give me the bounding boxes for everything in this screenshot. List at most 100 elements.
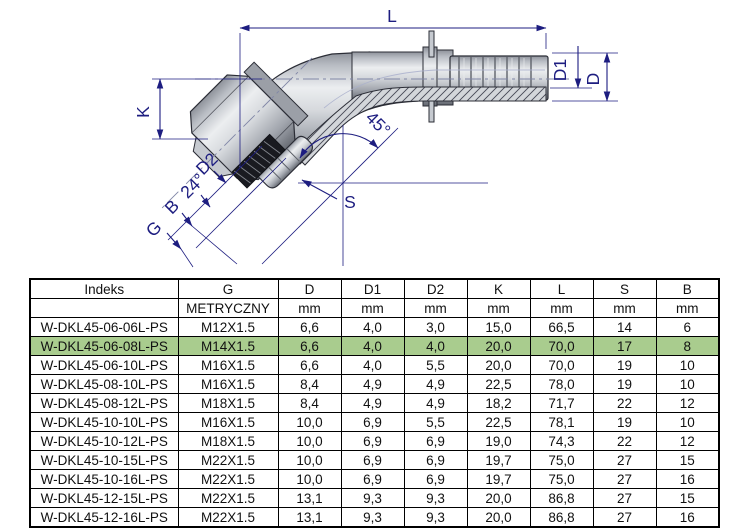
unit-cell: mm (340, 298, 405, 318)
dim-label-G: G (142, 217, 166, 241)
data-cell: 20,0 (466, 488, 531, 508)
column-header: S (592, 278, 657, 299)
data-cell: 8,4 (277, 374, 342, 394)
column-header: D (277, 278, 342, 299)
data-cell: 19,7 (466, 450, 531, 470)
unit-cell: mm (403, 298, 468, 318)
data-cell: 74,3 (529, 431, 594, 451)
data-cell: 78,0 (529, 374, 594, 394)
data-cell: M18X1.5 (177, 393, 279, 413)
data-cell: 6,6 (277, 336, 342, 356)
data-cell: W-DKL45-10-15L-PS (29, 450, 179, 470)
data-cell: 16 (655, 469, 720, 489)
data-cell: M22X1.5 (177, 450, 279, 470)
data-cell: M22X1.5 (177, 488, 279, 508)
data-cell: 10,0 (277, 431, 342, 451)
data-cell: 19,0 (466, 431, 531, 451)
technical-drawing: L D1 D K 45° D2 24° B G S (133, 6, 618, 268)
data-cell: 22,5 (466, 374, 531, 394)
fitting-hose-shank (351, 30, 549, 123)
data-cell: 18,2 (466, 393, 531, 413)
dim-label-D1: D1 (550, 59, 570, 81)
data-cell: 6,9 (340, 431, 405, 451)
data-cell: 10,0 (277, 450, 342, 470)
data-cell: 5,5 (403, 355, 468, 375)
unit-cell: mm (466, 298, 531, 318)
data-cell: 86,8 (529, 507, 594, 528)
data-cell: W-DKL45-10-10L-PS (29, 412, 179, 432)
fitting-swivel-nut (189, 61, 313, 189)
data-cell: 6,9 (340, 469, 405, 489)
data-cell: 10 (655, 412, 720, 432)
data-cell: 10,0 (277, 412, 342, 432)
data-cell: 22 (592, 393, 657, 413)
data-cell: 10,0 (277, 469, 342, 489)
data-cell: 4,0 (340, 355, 405, 375)
data-cell: 66,5 (529, 317, 594, 337)
data-cell: 70,0 (529, 336, 594, 356)
unit-cell: mm (277, 298, 342, 318)
data-cell: 19,7 (466, 469, 531, 489)
data-cell: 17 (592, 336, 657, 356)
data-cell: 78,1 (529, 412, 594, 432)
data-cell: 71,7 (529, 393, 594, 413)
dim-label-L: L (387, 6, 397, 26)
data-cell: 6,9 (340, 450, 405, 470)
data-cell: 9,3 (340, 488, 405, 508)
column-header: D2 (403, 278, 468, 299)
data-cell: 75,0 (529, 450, 594, 470)
data-cell: M18X1.5 (177, 431, 279, 451)
dimension-lines (152, 24, 618, 250)
data-cell: 19 (592, 412, 657, 432)
data-cell: 15 (655, 450, 720, 470)
dim-label-K: K (133, 106, 153, 118)
data-cell: M14X1.5 (177, 336, 279, 356)
column-header: K (466, 278, 531, 299)
dim-label-D: D (583, 73, 603, 86)
dim-label-S: S (344, 192, 356, 212)
data-cell: 20,0 (466, 355, 531, 375)
data-cell: W-DKL45-10-16L-PS (29, 469, 179, 489)
data-cell: 6,9 (403, 431, 468, 451)
data-cell: 4,0 (340, 317, 405, 337)
data-cell: 22,5 (466, 412, 531, 432)
data-cell: 8 (655, 336, 720, 356)
column-header: D1 (340, 278, 405, 299)
data-cell: W-DKL45-08-12L-PS (29, 393, 179, 413)
data-cell: M22X1.5 (177, 469, 279, 489)
data-cell: 13,1 (277, 507, 342, 528)
unit-cell (29, 298, 179, 318)
data-cell: W-DKL45-12-15L-PS (29, 488, 179, 508)
data-cell: 5,5 (403, 412, 468, 432)
data-cell: 16 (655, 507, 720, 528)
data-cell: 9,3 (340, 507, 405, 528)
data-cell: 15 (655, 488, 720, 508)
data-cell: W-DKL45-06-06L-PS (29, 317, 179, 337)
hose-stop-pin (428, 30, 435, 58)
data-cell: 8,4 (277, 393, 342, 413)
data-cell: 27 (592, 450, 657, 470)
data-cell: 4,9 (403, 393, 468, 413)
data-cell: 20,0 (466, 336, 531, 356)
data-cell: 4,0 (340, 336, 405, 356)
data-cell: 27 (592, 488, 657, 508)
data-cell: W-DKL45-10-12L-PS (29, 431, 179, 451)
data-cell: 4,9 (340, 374, 405, 394)
data-cell: 15,0 (466, 317, 531, 337)
column-header: L (529, 278, 594, 299)
unit-cell: mm (592, 298, 657, 318)
data-cell: 75,0 (529, 469, 594, 489)
data-cell: 10 (655, 355, 720, 375)
